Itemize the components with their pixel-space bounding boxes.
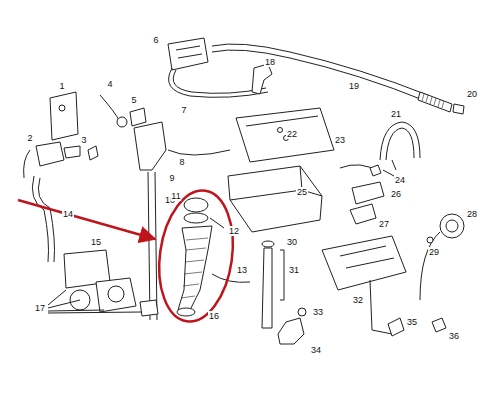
bracket	[386, 128, 414, 160]
callout-number: 19	[348, 81, 360, 91]
callout-number: 9	[168, 173, 175, 183]
bracket-line	[280, 250, 284, 300]
bracket	[380, 122, 420, 160]
bracket-plate	[388, 318, 404, 336]
callout-number: 17	[34, 303, 46, 313]
elbow	[252, 64, 272, 94]
highlight-arrow	[18, 200, 155, 239]
plate-hole	[59, 105, 65, 111]
callout-number: 28	[466, 209, 478, 219]
callout-number: 25	[296, 187, 308, 197]
hose	[32, 176, 54, 262]
drawer-housing	[228, 166, 322, 232]
inlet-valve	[36, 142, 64, 166]
highlight-ellipse	[151, 186, 241, 327]
tube-top	[262, 241, 274, 247]
panel-edge	[246, 116, 318, 126]
callout-number: 13	[236, 265, 248, 275]
bellows-folds	[181, 238, 208, 298]
small-hose	[100, 95, 120, 122]
valve-hose	[24, 150, 30, 178]
callout-number: 1	[58, 81, 65, 91]
ribbed-end	[418, 92, 452, 112]
callout-number: 27	[378, 219, 390, 229]
callout-number: 15	[90, 237, 102, 247]
clip	[352, 182, 384, 204]
plate	[50, 92, 78, 140]
hose	[168, 150, 230, 155]
callout-number: 26	[390, 189, 402, 199]
callout-number: 36	[448, 331, 460, 341]
fitting	[130, 108, 146, 126]
leader	[48, 290, 142, 313]
callout-number: 29	[428, 247, 440, 257]
ring	[427, 237, 433, 243]
seal	[184, 213, 208, 223]
callout-number: 8	[178, 157, 185, 167]
housing-edge	[230, 166, 322, 200]
switch-center	[446, 220, 458, 232]
screw	[278, 128, 283, 133]
callout-number: 33	[312, 307, 324, 317]
ring	[117, 117, 127, 127]
long-hose	[212, 50, 428, 102]
callout-number: 22	[286, 129, 298, 139]
hose	[212, 274, 250, 282]
pressure-switch	[440, 214, 464, 238]
callout-number: 24	[394, 175, 406, 185]
callout-number: 12	[228, 226, 240, 236]
hose-end	[453, 104, 464, 114]
clip	[350, 204, 376, 224]
callout-number: 5	[130, 95, 137, 105]
callout-number: 31	[288, 265, 300, 275]
bellows	[178, 226, 212, 310]
callout-number: 6	[152, 35, 159, 45]
tray-divider	[340, 246, 394, 268]
tube	[262, 248, 272, 328]
callout-number: 14	[62, 209, 74, 219]
clamp	[298, 308, 306, 316]
long-hose	[212, 44, 430, 96]
callout-number: 3	[80, 135, 87, 145]
callout-number: 35	[406, 317, 418, 327]
callout-number: 20	[466, 89, 478, 99]
elbow	[278, 318, 304, 344]
callout-number: 2	[26, 133, 33, 143]
switch-hose	[420, 232, 440, 300]
valve-detail	[176, 46, 202, 58]
drawer-tray	[322, 236, 406, 290]
callout-number: 16	[208, 311, 220, 321]
callout-number: 30	[286, 237, 298, 247]
leader	[383, 160, 396, 176]
valve-block	[168, 38, 208, 70]
callout-number: 4	[106, 79, 113, 89]
ring	[184, 198, 208, 212]
valve-outlet	[64, 146, 80, 158]
pump-port	[108, 286, 124, 302]
callout-number: 18	[264, 57, 276, 67]
ribs	[422, 94, 444, 108]
drain-hose	[148, 172, 157, 320]
callout-number: 21	[390, 109, 402, 119]
callout-number: 7	[180, 105, 187, 115]
clamp	[177, 308, 195, 316]
callout-number: 23	[334, 135, 346, 145]
pump-housing	[96, 278, 136, 312]
callout-number: 11	[170, 191, 181, 201]
callout-number: 34	[310, 345, 322, 355]
panel	[236, 108, 334, 162]
clip	[432, 318, 446, 332]
valve-nut	[88, 146, 98, 160]
callout-number: 32	[352, 295, 364, 305]
clip	[370, 165, 381, 176]
container	[134, 122, 166, 170]
filter	[140, 300, 158, 316]
